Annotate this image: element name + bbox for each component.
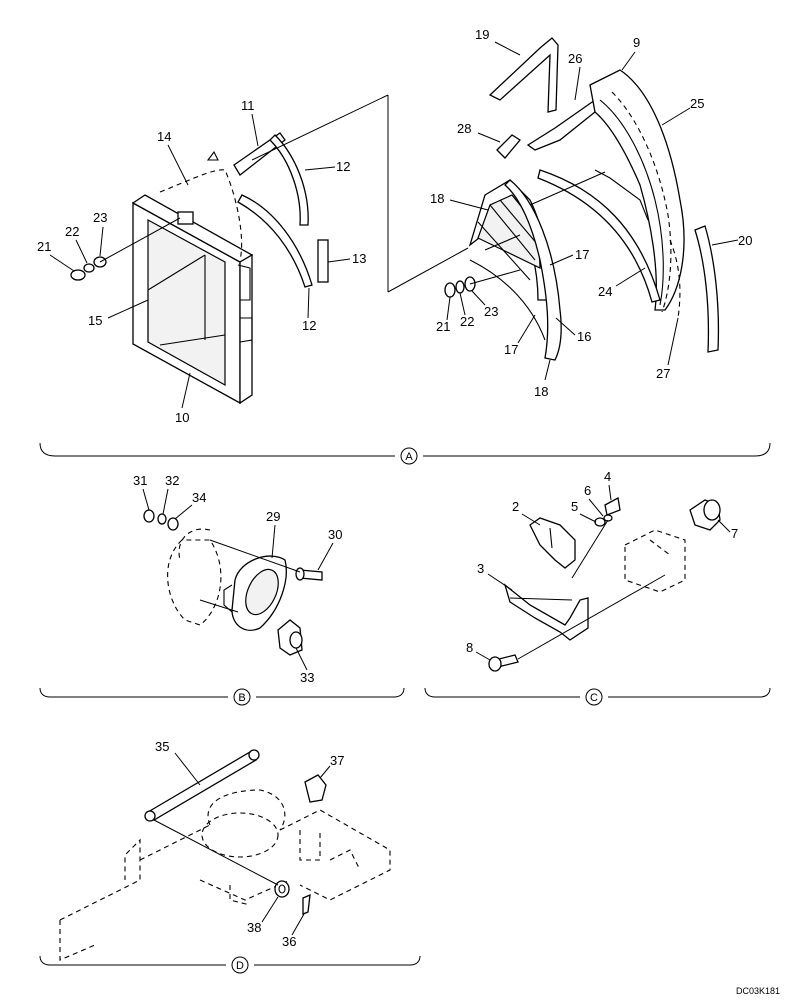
part-12-seal-top [269, 134, 309, 226]
callout-2: 2 [512, 499, 519, 514]
part-9-cover [589, 69, 685, 311]
section-d-label: D [236, 960, 244, 972]
callout-15: 15 [88, 313, 102, 328]
section-c-group [488, 496, 721, 672]
callout-23-right: 23 [484, 304, 498, 319]
callout-17-top: 17 [575, 247, 589, 262]
callout-21-left: 21 [37, 239, 51, 254]
section-d-group [59, 749, 391, 961]
part-36-pin [302, 893, 311, 915]
section-d-divider: D [39, 955, 421, 974]
callout-38: 38 [247, 920, 261, 935]
section-a-divider: A [39, 442, 771, 465]
callout-22-left: 22 [65, 224, 79, 239]
callout-labels-c: 4 6 2 5 7 3 8 [466, 469, 738, 661]
callout-7: 7 [731, 526, 738, 541]
part-2-bracket [529, 517, 576, 569]
callout-21-right: 21 [436, 319, 450, 334]
callout-10: 10 [175, 410, 189, 425]
callout-35: 35 [155, 739, 169, 754]
callout-labels-b: 31 32 34 29 30 33 [133, 473, 342, 685]
part-37-clip [304, 774, 327, 803]
part-13-seal [317, 239, 329, 283]
callout-30: 30 [328, 527, 342, 542]
section-a-label: A [405, 451, 413, 463]
part-10-frame [131, 194, 254, 405]
callout-29: 29 [266, 509, 280, 524]
callout-26: 26 [568, 51, 582, 66]
callout-labels-d: 35 37 38 36 [155, 739, 344, 949]
callout-31: 31 [133, 473, 147, 488]
callout-19: 19 [475, 27, 489, 42]
callout-28: 28 [457, 121, 471, 136]
callout-25: 25 [690, 96, 704, 111]
callout-13: 13 [352, 251, 366, 266]
callout-16: 16 [577, 329, 591, 344]
callout-18-bottom: 18 [534, 384, 548, 399]
part-21-22-23-left [70, 217, 181, 281]
callout-8: 8 [466, 640, 473, 655]
callout-36: 36 [282, 934, 296, 949]
callout-labels-a: 19 26 9 28 25 18 17 21 22 23 16 17 18 24… [37, 27, 752, 425]
part-19-rail [488, 37, 559, 113]
callout-32: 32 [165, 473, 179, 488]
part-3-bracket [503, 583, 589, 641]
part-35-rod [147, 751, 257, 821]
callout-6: 6 [584, 483, 591, 498]
callout-12-top: 12 [336, 159, 350, 174]
section-b-divider: B [39, 687, 405, 706]
callout-18-top: 18 [430, 191, 444, 206]
callout-34: 34 [192, 490, 206, 505]
callout-4: 4 [604, 469, 611, 484]
section-c-label: C [590, 692, 598, 704]
section-c-divider: C [424, 687, 771, 706]
callout-33: 33 [300, 670, 314, 685]
callout-11: 11 [241, 98, 255, 113]
part-38-grommet [274, 880, 290, 898]
section-a-group [70, 37, 720, 405]
callout-12-bottom: 12 [302, 318, 316, 333]
section-b-label: B [238, 692, 245, 704]
callout-22-right: 22 [460, 314, 474, 329]
callout-3: 3 [477, 561, 484, 576]
callout-23-left: 23 [93, 210, 107, 225]
part-26-bracket [526, 99, 601, 151]
part-20-strip [694, 225, 720, 353]
callout-24: 24 [598, 284, 612, 299]
document-reference-code: DC03K181 [736, 986, 780, 996]
callout-27: 27 [656, 366, 670, 381]
callout-37: 37 [330, 753, 344, 768]
part-28-bracket [496, 134, 521, 159]
callout-17-bottom: 17 [504, 342, 518, 357]
part-12-seal-bottom [237, 194, 313, 288]
part-24-seal [537, 169, 661, 303]
callout-20: 20 [738, 233, 752, 248]
callout-14: 14 [157, 129, 171, 144]
callout-9: 9 [633, 35, 640, 50]
part-16-seal [504, 179, 562, 361]
callout-5: 5 [571, 499, 578, 514]
section-b-group [143, 509, 323, 656]
part-11-seal [233, 132, 286, 176]
